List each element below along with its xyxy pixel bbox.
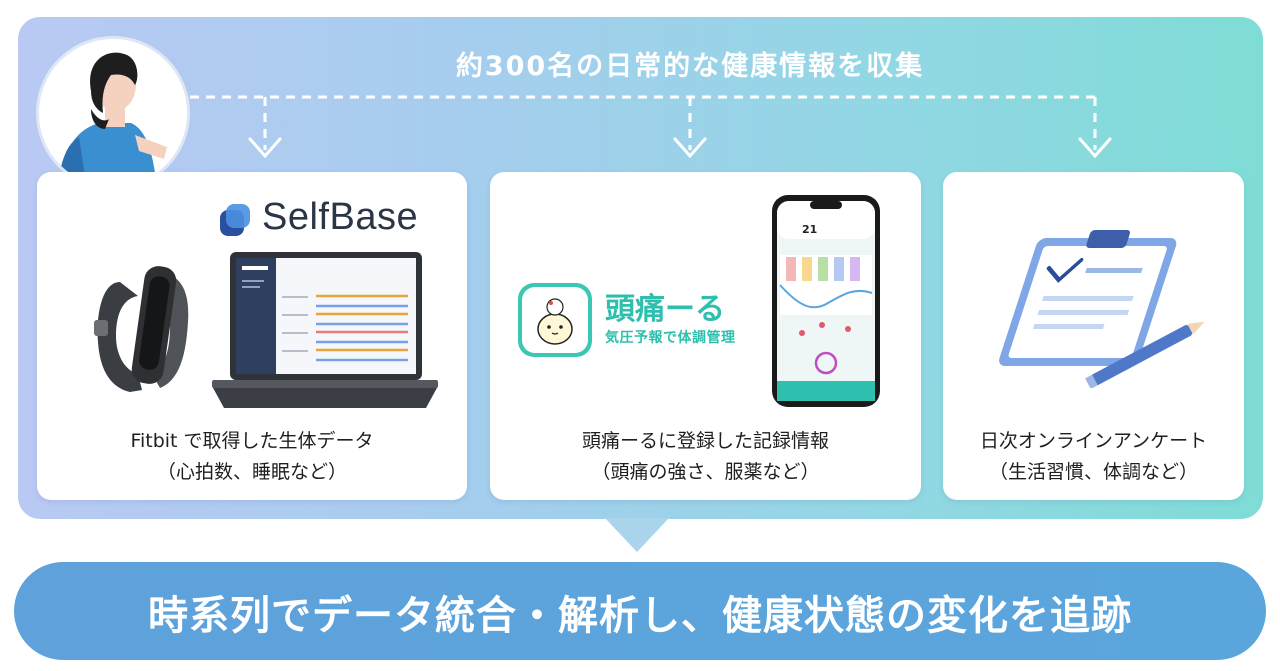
caption-survey-line1: 日次オンラインアンケート [979,430,1208,452]
fitbit-band-icon [94,266,189,392]
smartphone-app-screen: 21 [772,195,880,407]
down-pointer [605,518,669,552]
zutsuuru-app-name: 頭痛ーる [605,292,725,327]
caption-zutsuuru-line2: （頭痛の強さ、服薬など） [591,461,820,483]
selfbase-logo-icon [220,204,250,236]
caption-zutsuuru-line1: 頭痛ーるに登録した記録情報 [581,430,829,452]
phone-date-label: 21 [802,223,817,236]
zutsuuru-app-tagline: 気圧予報で体調管理 [605,330,736,346]
caption-survey-line2: （生活習慣、体調など） [988,461,1198,483]
clipboard-survey-icon [999,230,1205,388]
dashed-arrows [190,95,1112,159]
zutsuuru-app-icon [518,283,592,357]
person-avatar [36,36,190,190]
conclusion-text: 時系列でデータ統合・解析し、健康状態の変化を追跡 [148,593,1132,639]
selfbase-brand: SelfBase [262,196,419,238]
caption-fitbit-line1: Fitbit で取得した生体データ [130,430,374,452]
caption-fitbit-line2: （心拍数、睡眠など） [156,461,347,483]
conclusion-bar [14,562,1266,660]
headline: 約300名の日常的な健康情報を収集 [455,51,925,82]
laptop-dashboard-icon [212,252,438,408]
